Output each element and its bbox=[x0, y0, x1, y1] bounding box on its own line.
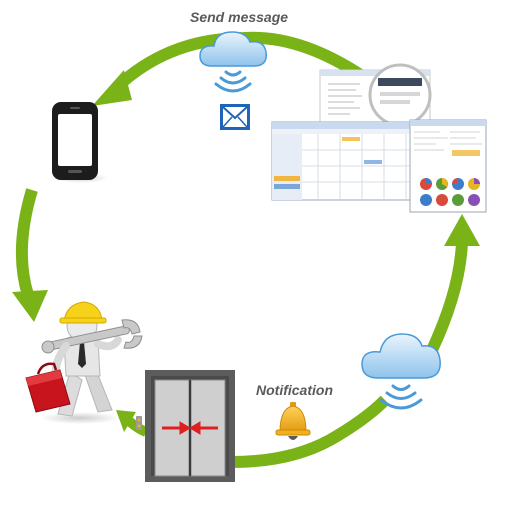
arrow-heads bbox=[12, 70, 480, 432]
arrow-right bbox=[426, 241, 468, 353]
technician-icon bbox=[25, 301, 143, 424]
cloud-icon-bottom bbox=[361, 333, 441, 379]
send-message-label: Send message bbox=[190, 9, 289, 25]
arrow-left bbox=[15, 188, 38, 297]
envelope-icon bbox=[220, 104, 250, 130]
cloud-icon-top bbox=[199, 31, 267, 67]
door-closing-arrows bbox=[162, 421, 218, 435]
arrowhead-to-phone bbox=[92, 70, 132, 106]
signal-waves-bottom bbox=[379, 384, 423, 410]
signal-waves-top bbox=[214, 70, 252, 93]
arrow-bottom bbox=[231, 395, 390, 468]
toolbox-icon bbox=[25, 362, 71, 413]
software-screens bbox=[271, 63, 487, 213]
pie-charts bbox=[420, 178, 480, 206]
phone-icon bbox=[52, 102, 108, 183]
arrowhead-to-elevator-left bbox=[116, 410, 136, 432]
notification-label: Notification bbox=[256, 382, 333, 398]
elevator-icon bbox=[136, 370, 235, 482]
arrowhead-to-software bbox=[444, 214, 480, 246]
arrowhead-to-technician bbox=[12, 290, 48, 322]
bell-icon bbox=[275, 402, 311, 440]
